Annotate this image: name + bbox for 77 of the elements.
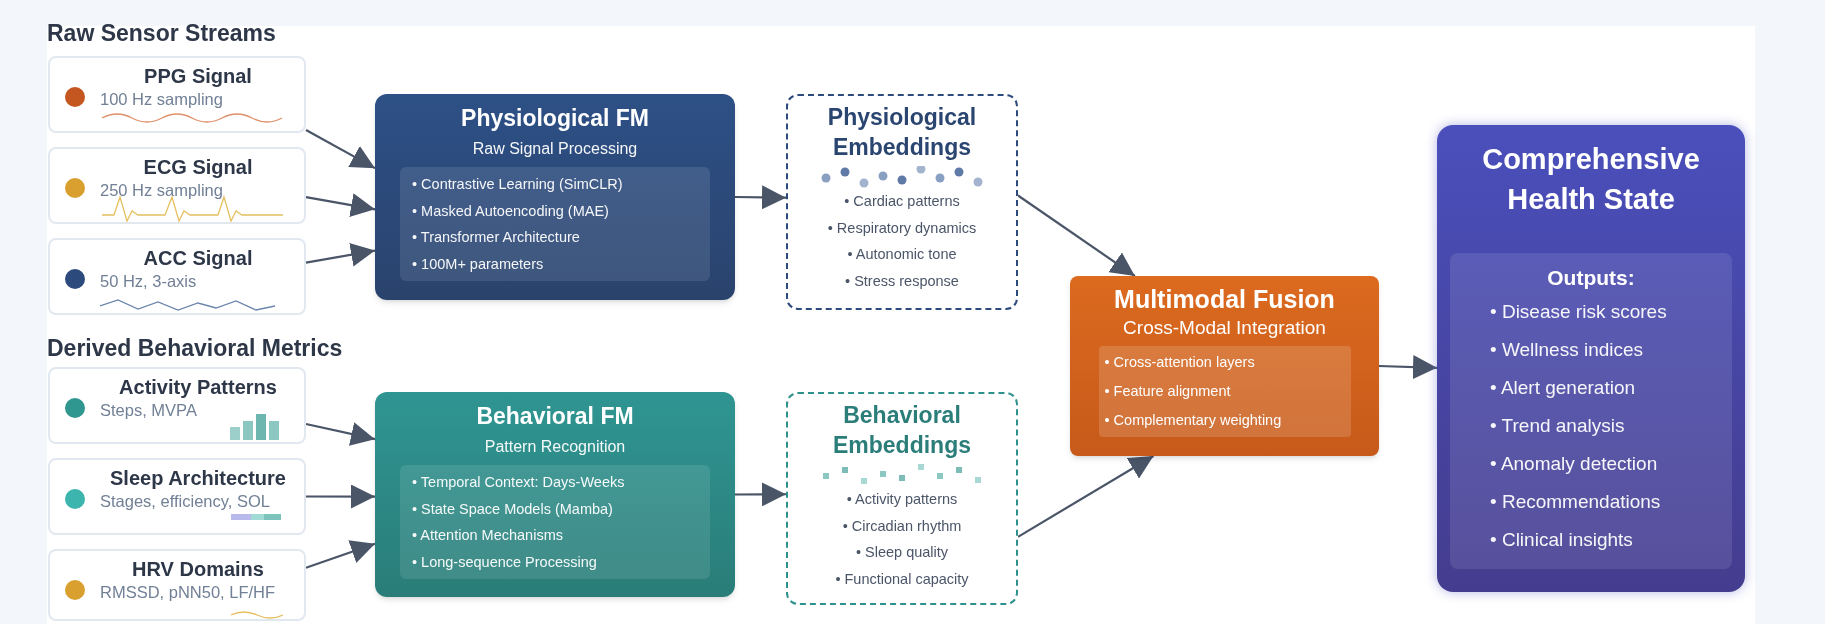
list-item: • 100M+ parameters — [412, 254, 545, 274]
card-subtitle: RMSSD, pNN50, LF/HF — [100, 582, 276, 603]
feature-list-panel — [1098, 346, 1351, 437]
arrow — [306, 484, 375, 509]
box-title: Comprehensive Health State — [1481, 142, 1701, 217]
list-item: • Anomaly detection — [1490, 452, 1659, 476]
list-item: • Wellness indices — [1490, 338, 1645, 362]
model-box — [375, 392, 735, 597]
source-card — [48, 549, 306, 621]
embedding-box — [786, 94, 1018, 310]
card-title: HRV Domains — [132, 557, 264, 582]
box-subtitle: Raw Signal Processing — [472, 139, 638, 159]
list-item: • Long-sequence Processing — [412, 552, 598, 572]
embedding-box — [786, 392, 1018, 605]
list-item: • Attention Mechanisms — [412, 526, 564, 545]
source-card — [48, 56, 306, 133]
model-box — [375, 94, 735, 300]
list-item: • Cross-attention layers — [1104, 353, 1256, 372]
list-item: • Autonomic tone — [846, 245, 958, 264]
arrow — [305, 422, 376, 446]
card-subtitle: 50 Hz, 3-axis — [100, 271, 197, 292]
section-heading: Raw Sensor Streams — [47, 19, 276, 48]
fusion-box — [1070, 276, 1379, 456]
arrow — [735, 185, 786, 210]
arrow — [1017, 455, 1154, 538]
list-item: • Complementary weighting — [1104, 411, 1283, 430]
section-heading: Derived Behavioral Metrics — [47, 334, 343, 363]
box-title: Behavioral Embeddings — [832, 401, 972, 460]
arrow — [1017, 194, 1136, 277]
arrow — [305, 242, 376, 267]
card-title: Sleep Architecture — [110, 466, 286, 491]
source-card — [48, 238, 306, 315]
source-card — [48, 367, 306, 444]
list-item: • Cardiac patterns — [843, 192, 961, 211]
list-item: • Recommendations — [1490, 490, 1662, 514]
outputs-panel — [1450, 253, 1732, 569]
card-subtitle: 250 Hz sampling — [100, 180, 223, 201]
arrow — [1378, 355, 1438, 380]
card-title: ECG Signal — [143, 155, 253, 180]
box-title: Physiological Embeddings — [826, 103, 978, 162]
box-subtitle: Cross-Modal Integration — [1123, 316, 1326, 340]
list-item: • Contrastive Learning (SimCLR) — [412, 175, 624, 194]
box-title: Behavioral FM — [476, 402, 634, 431]
arrow — [305, 128, 376, 170]
list-item: • Circadian rhythm — [841, 516, 963, 536]
list-item: • Alert generation — [1490, 376, 1637, 400]
source-card — [48, 458, 306, 535]
feature-list-panel — [400, 465, 710, 579]
box-subtitle: Pattern Recognition — [484, 437, 626, 457]
card-title: ACC Signal — [143, 246, 253, 271]
list-item: • Functional capacity — [834, 569, 970, 589]
list-item: • Temporal Context: Days-Weeks — [412, 473, 626, 492]
list-item: • Feature alignment — [1104, 382, 1232, 401]
arrow — [305, 540, 376, 569]
arrow — [305, 193, 376, 217]
box-title: Physiological FM — [461, 104, 649, 133]
arrow — [735, 482, 786, 507]
box-title: Multimodal Fusion — [1114, 284, 1335, 314]
card-title: Activity Patterns — [119, 375, 277, 400]
panel-heading: Outputs: — [1546, 265, 1636, 291]
card-subtitle: 100 Hz sampling — [100, 89, 223, 110]
list-item: • Masked Autoencoding (MAE) — [412, 201, 610, 221]
list-item: • Trend analysis — [1490, 414, 1626, 438]
list-item: • Activity patterns — [845, 490, 959, 509]
card-subtitle: Stages, efficiency, SOL — [100, 491, 270, 512]
source-card — [48, 147, 306, 224]
output-box — [1437, 125, 1745, 592]
card-title: PPG Signal — [144, 64, 252, 89]
list-item: • Transformer Architecture — [412, 228, 581, 247]
card-subtitle: Steps, MVPA — [100, 400, 197, 421]
list-item: • Clinical insights — [1490, 528, 1634, 552]
feature-list-panel — [400, 167, 710, 281]
list-item: • Disease risk scores — [1490, 300, 1668, 324]
list-item: • Stress response — [844, 271, 960, 291]
list-item: • State Space Models (Mamba) — [412, 499, 614, 519]
list-item: • Respiratory dynamics — [826, 218, 978, 238]
list-item: • Sleep quality — [854, 543, 950, 562]
